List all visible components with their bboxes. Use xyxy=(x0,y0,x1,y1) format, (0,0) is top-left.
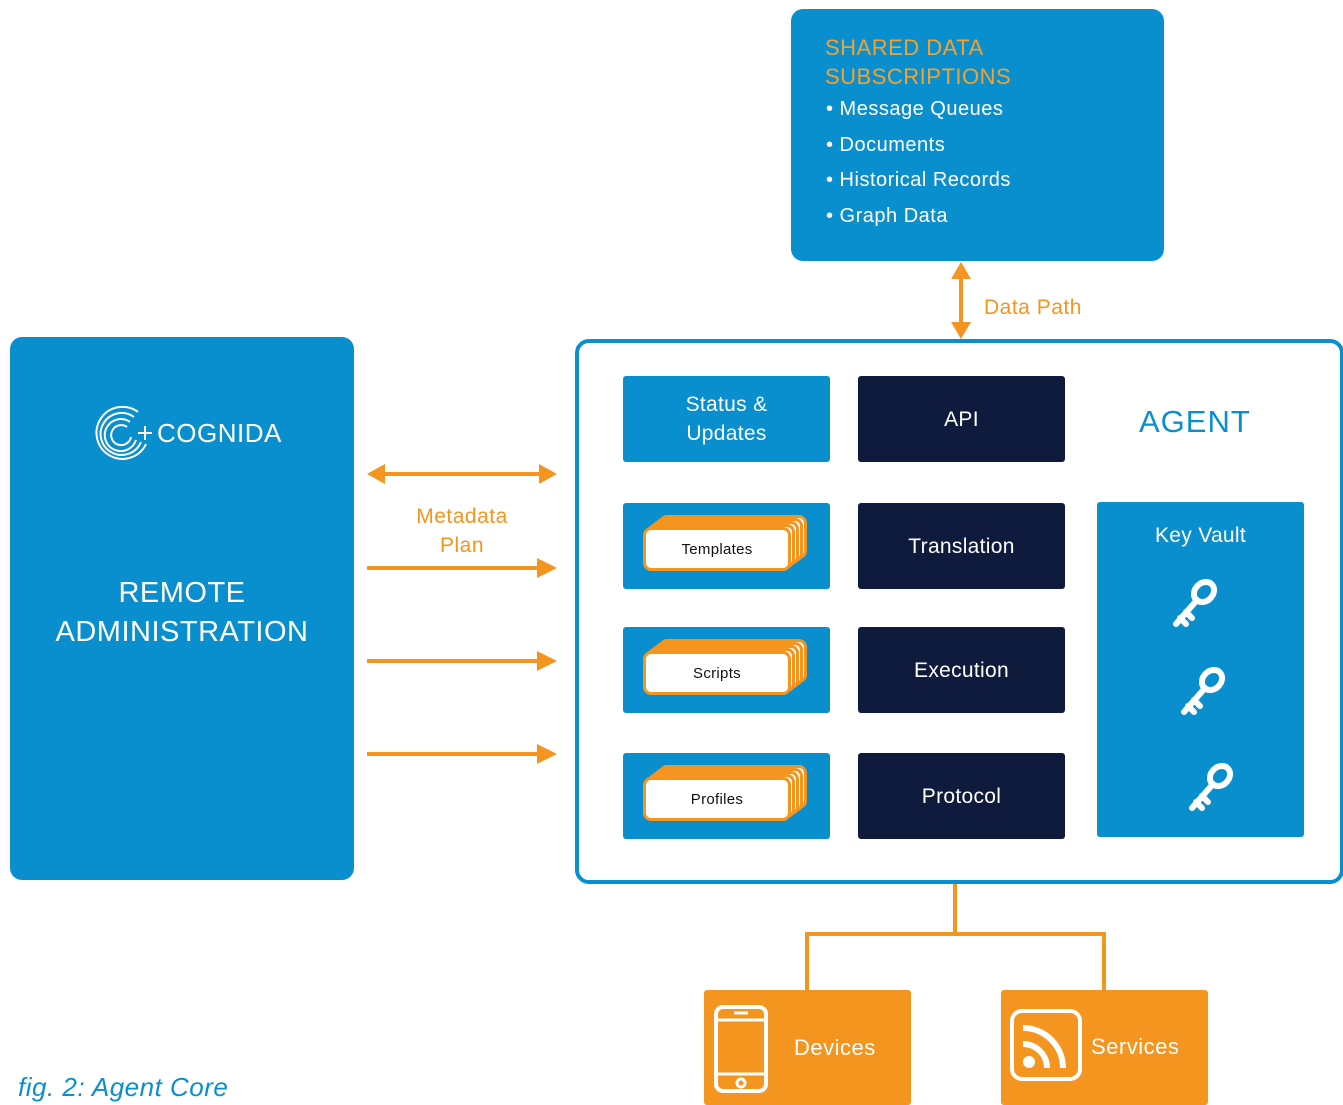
data-path-arrow xyxy=(951,262,971,339)
key-icon xyxy=(1173,578,1218,627)
shared-data-title-line1: SHARED DATA xyxy=(825,35,984,60)
status-updates-line2: Updates xyxy=(686,422,767,445)
scripts-stack: Scripts xyxy=(643,639,807,695)
devices-block: Devices xyxy=(704,990,911,1105)
metadata-arrow-1 xyxy=(367,558,557,578)
shared-data-title-line2: SUBSCRIPTIONS xyxy=(825,64,1012,89)
status-updates-line1: Status & xyxy=(685,393,768,416)
devices-label: Devices xyxy=(794,1035,876,1060)
protocol-label: Protocol xyxy=(921,784,1002,808)
metadata-label-line2: Plan xyxy=(439,534,485,557)
shared-data-item: • Documents xyxy=(826,134,946,156)
agent-title: AGENT xyxy=(1139,404,1251,439)
metadata-double-arrow xyxy=(367,464,557,484)
remote-admin-title-line1: REMOTE xyxy=(118,577,246,609)
cognida-logo-icon xyxy=(95,405,152,460)
key-icon xyxy=(1181,666,1226,715)
metadata-arrow-2 xyxy=(367,651,557,671)
execution-label: Execution xyxy=(914,658,1009,682)
shared-data-item: • Graph Data xyxy=(826,205,948,227)
shared-data-title: SHARED DATA SUBSCRIPTIONS xyxy=(825,33,1145,91)
templates-label: Templates xyxy=(681,540,753,558)
scripts-label: Scripts xyxy=(693,664,741,682)
key-icon xyxy=(1189,762,1234,811)
translation-block: Translation xyxy=(858,503,1065,589)
metadata-label-line1: Metadata xyxy=(416,505,508,528)
shared-data-item: • Message Queues xyxy=(826,98,1004,120)
metadata-plan-label: Metadata Plan xyxy=(382,502,542,560)
api-label: API xyxy=(944,407,979,431)
profiles-stack: Profiles xyxy=(643,765,807,821)
rss-feed-icon xyxy=(1010,1009,1082,1081)
figure-caption: fig. 2: Agent Core xyxy=(18,1072,229,1102)
agent-to-targets-connector xyxy=(805,879,1106,990)
data-path-label: Data Path xyxy=(984,296,1082,319)
cognida-logo-text: COGNIDA xyxy=(157,418,282,448)
profiles-block: Profiles xyxy=(623,753,830,839)
remote-admin-title: REMOTE ADMINISTRATION xyxy=(10,574,354,652)
key-vault-title: Key Vault xyxy=(1154,524,1247,547)
phone-icon xyxy=(714,1005,768,1093)
protocol-block: Protocol xyxy=(858,753,1065,839)
services-label: Services xyxy=(1091,1034,1180,1059)
metadata-arrow-3 xyxy=(367,744,557,764)
shared-data-item: • Historical Records xyxy=(826,169,1011,191)
scripts-block: Scripts xyxy=(623,627,830,713)
execution-block: Execution xyxy=(858,627,1065,713)
api-block: API xyxy=(858,376,1065,462)
templates-stack: Templates xyxy=(643,515,807,571)
services-block: Services xyxy=(1001,990,1208,1105)
key-vault-block xyxy=(1097,502,1304,837)
status-updates-block: Status & Updates xyxy=(623,376,830,462)
profiles-label: Profiles xyxy=(690,790,744,808)
templates-block: Templates xyxy=(623,503,830,589)
remote-admin-box xyxy=(10,337,354,880)
translation-label: Translation xyxy=(908,534,1015,558)
shared-data-box xyxy=(791,9,1164,261)
remote-admin-title-line2: ADMINISTRATION xyxy=(55,616,309,648)
